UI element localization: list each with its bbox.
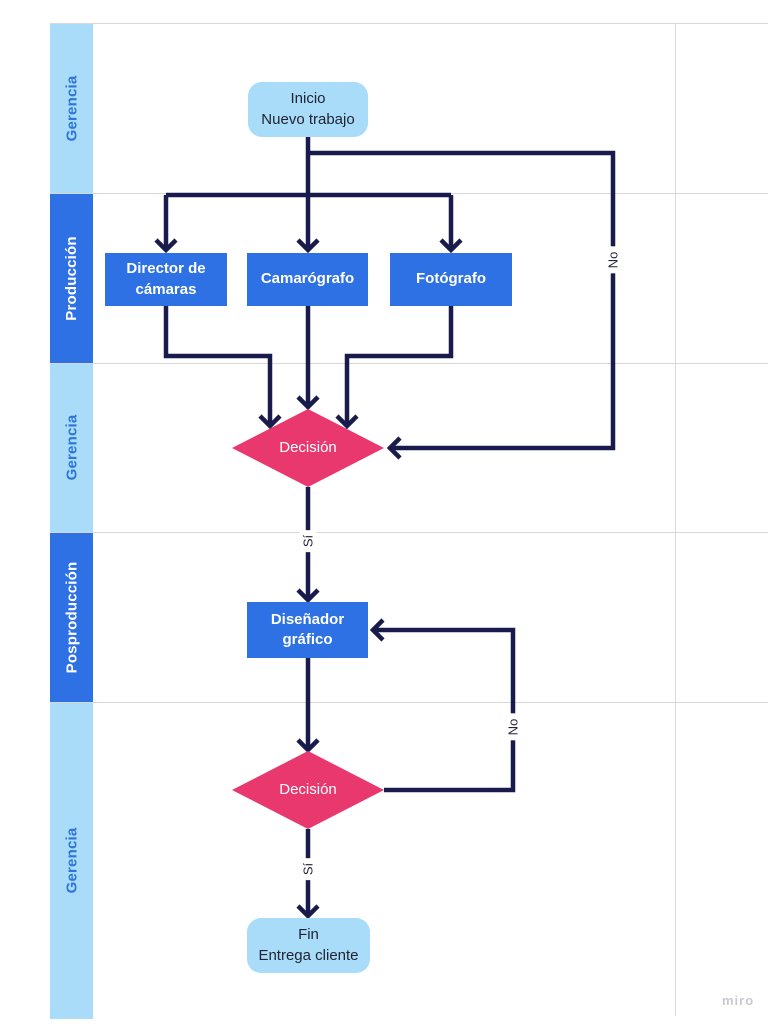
arrowhead-down — [335, 414, 359, 430]
node-disenador-grafico: Diseñador gráfico — [247, 602, 368, 658]
node-director-de-camaras: Director de cámaras — [105, 253, 227, 306]
arrowhead-down — [296, 738, 320, 754]
edge-photo-to-decision1 — [344, 306, 454, 426]
arrowhead-down — [296, 588, 320, 604]
arrowhead-left — [369, 618, 385, 642]
lane-header-produccion: Producción — [50, 193, 93, 363]
arrowhead-down — [154, 238, 178, 254]
arrowhead-left — [386, 436, 402, 460]
edge-no-loop-to-designer — [375, 627, 516, 793]
edge-label-si-1: Sí — [299, 529, 317, 553]
node-start: Inicio Nuevo trabajo — [248, 82, 368, 137]
lane-divider-top — [50, 23, 768, 24]
lane-header-gerencia-3: Gerencia — [50, 702, 93, 1019]
arrowhead-down — [258, 414, 282, 430]
node-fotografo: Fotógrafo — [390, 253, 512, 306]
lane-divider-3 — [50, 532, 768, 533]
node-decision2-label: Decisión — [279, 780, 337, 798]
node-director-label: Director de cámaras — [126, 260, 206, 298]
arrowhead-down — [439, 238, 463, 254]
edge-director-to-decision1 — [163, 306, 273, 426]
node-end-label: Fin Entrega cliente — [258, 926, 359, 964]
edge-label-no-2: No — [504, 713, 522, 741]
node-fotografo-label: Fotógrafo — [416, 270, 486, 288]
lane-header-gerencia-2: Gerencia — [50, 363, 93, 532]
lane-divider-2 — [50, 363, 768, 364]
edge-label-no-1: No — [604, 246, 622, 274]
node-disenador-label: Diseñador gráfico — [270, 610, 345, 648]
node-camarografo-label: Camarógrafo — [260, 270, 355, 288]
node-end: Fin Entrega cliente — [247, 918, 370, 973]
node-start-label: Inicio Nuevo trabajo — [261, 90, 355, 128]
arrowhead-down — [296, 238, 320, 254]
edge-label-si-2: Sí — [299, 857, 317, 881]
node-camarografo: Camarógrafo — [247, 253, 368, 306]
arrowhead-down — [296, 395, 320, 411]
arrowhead-down — [296, 904, 320, 920]
node-decision1-label: Decisión — [279, 438, 337, 456]
frame-right-border — [675, 23, 676, 1016]
lane-header-gerencia-1: Gerencia — [50, 24, 93, 193]
lane-header-posproduccion: Posproducción — [50, 532, 93, 702]
miro-watermark: miro — [722, 993, 755, 1008]
lane-divider-4 — [50, 702, 768, 703]
edge-no-loop-to-decision1 — [308, 150, 616, 451]
